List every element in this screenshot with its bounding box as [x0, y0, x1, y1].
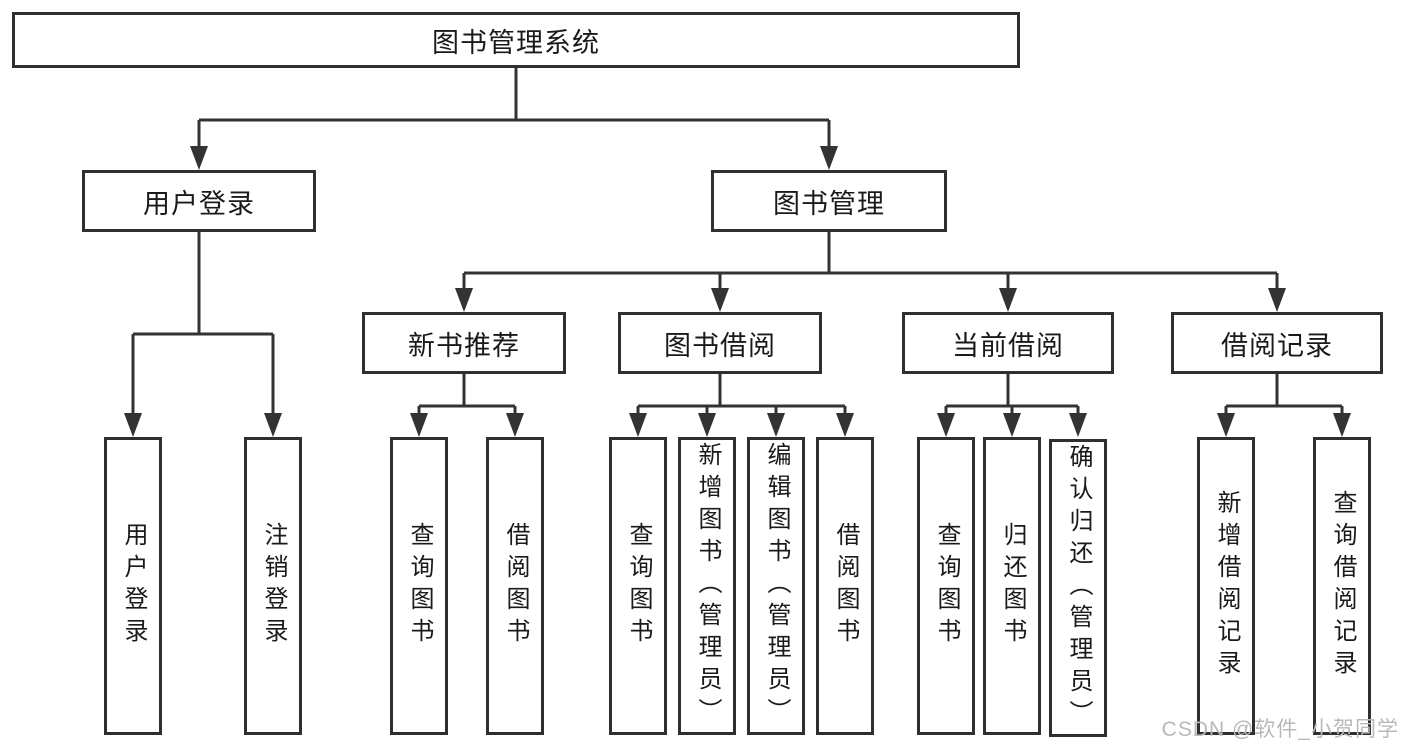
node-book-management-label: 图书管理: [773, 188, 885, 219]
arrowhead: [1003, 413, 1021, 437]
leaf-confirm-return-admin: 确认归还（管理员）: [1049, 439, 1107, 737]
leaf-confirm-return-admin-label: 确认归还（管理员）: [1065, 444, 1092, 732]
connector-new-book-recommend-to-leaves: [417, 374, 517, 417]
node-book-management: 图书管理: [711, 170, 947, 232]
arrowhead: [1268, 288, 1286, 312]
leaf-borrow-books-recommend: 借阅图书: [486, 437, 544, 735]
node-user-login: 用户登录: [82, 170, 316, 232]
node-book-borrow-label: 图书借阅: [664, 330, 776, 361]
leaf-logout: 注销登录: [244, 437, 302, 735]
leaf-add-books-admin-label: 新增图书（管理员）: [694, 442, 721, 730]
leaf-query-borrow-record-label: 查询借阅记录: [1329, 490, 1356, 682]
node-new-book-recommend: 新书推荐: [362, 312, 566, 374]
arrowhead: [698, 413, 716, 437]
connector-current-borrow-to-leaves: [944, 374, 1080, 417]
connector-borrow-record-to-leaves: [1224, 374, 1344, 417]
leaf-query-books-borrow: 查询图书: [609, 437, 667, 735]
arrowhead: [1333, 413, 1351, 437]
leaf-borrow-books-label: 借阅图书: [832, 522, 859, 650]
leaf-borrow-books-recommend-label: 借阅图书: [502, 522, 529, 650]
leaf-query-books-current: 查询图书: [917, 437, 975, 735]
arrowhead: [124, 413, 142, 437]
arrowhead: [1069, 413, 1087, 437]
leaf-query-books-recommend-label: 查询图书: [406, 522, 433, 650]
arrowhead: [767, 413, 785, 437]
leaf-add-books-admin: 新增图书（管理员）: [678, 437, 736, 735]
watermark: CSDN @软件_小贺同学: [1161, 718, 1399, 741]
node-root: 图书管理系统: [12, 12, 1020, 68]
arrowhead: [190, 146, 208, 170]
node-new-book-recommend-label: 新书推荐: [408, 330, 520, 361]
leaf-add-borrow-record-label: 新增借阅记录: [1213, 490, 1240, 682]
connector-user-login-to-leaves: [131, 232, 275, 417]
leaf-query-borrow-record: 查询借阅记录: [1313, 437, 1371, 735]
node-book-borrow: 图书借阅: [618, 312, 822, 374]
leaf-logout-label: 注销登录: [260, 522, 287, 650]
connector-book-borrow-to-leaves: [636, 374, 847, 417]
leaf-user-login-label: 用户登录: [120, 522, 147, 650]
leaf-edit-books-admin: 编辑图书（管理员）: [747, 437, 805, 735]
arrowhead: [937, 413, 955, 437]
connector-book-management-to-modules: [462, 232, 1279, 292]
leaf-edit-books-admin-label: 编辑图书（管理员）: [763, 442, 790, 730]
arrowhead: [455, 288, 473, 312]
leaf-return-books-label: 归还图书: [999, 522, 1026, 650]
node-root-label: 图书管理系统: [432, 27, 600, 58]
node-user-login-label: 用户登录: [143, 188, 255, 219]
arrowhead: [264, 413, 282, 437]
arrowhead: [711, 288, 729, 312]
leaf-add-borrow-record: 新增借阅记录: [1197, 437, 1255, 735]
arrowhead: [1217, 413, 1235, 437]
leaf-return-books: 归还图书: [983, 437, 1041, 735]
arrowhead: [410, 413, 428, 437]
arrowhead: [999, 288, 1017, 312]
connector-root-to-branches: [197, 68, 831, 150]
node-current-borrow-label: 当前借阅: [952, 330, 1064, 361]
leaf-borrow-books: 借阅图书: [816, 437, 874, 735]
arrowhead: [836, 413, 854, 437]
arrowhead: [629, 413, 647, 437]
arrowhead: [820, 146, 838, 170]
arrowhead: [506, 413, 524, 437]
node-borrow-record: 借阅记录: [1171, 312, 1383, 374]
leaf-query-books-recommend: 查询图书: [390, 437, 448, 735]
leaf-query-books-current-label: 查询图书: [933, 522, 960, 650]
node-current-borrow: 当前借阅: [902, 312, 1114, 374]
leaf-user-login: 用户登录: [104, 437, 162, 735]
node-borrow-record-label: 借阅记录: [1221, 330, 1333, 361]
leaf-query-books-borrow-label: 查询图书: [625, 522, 652, 650]
